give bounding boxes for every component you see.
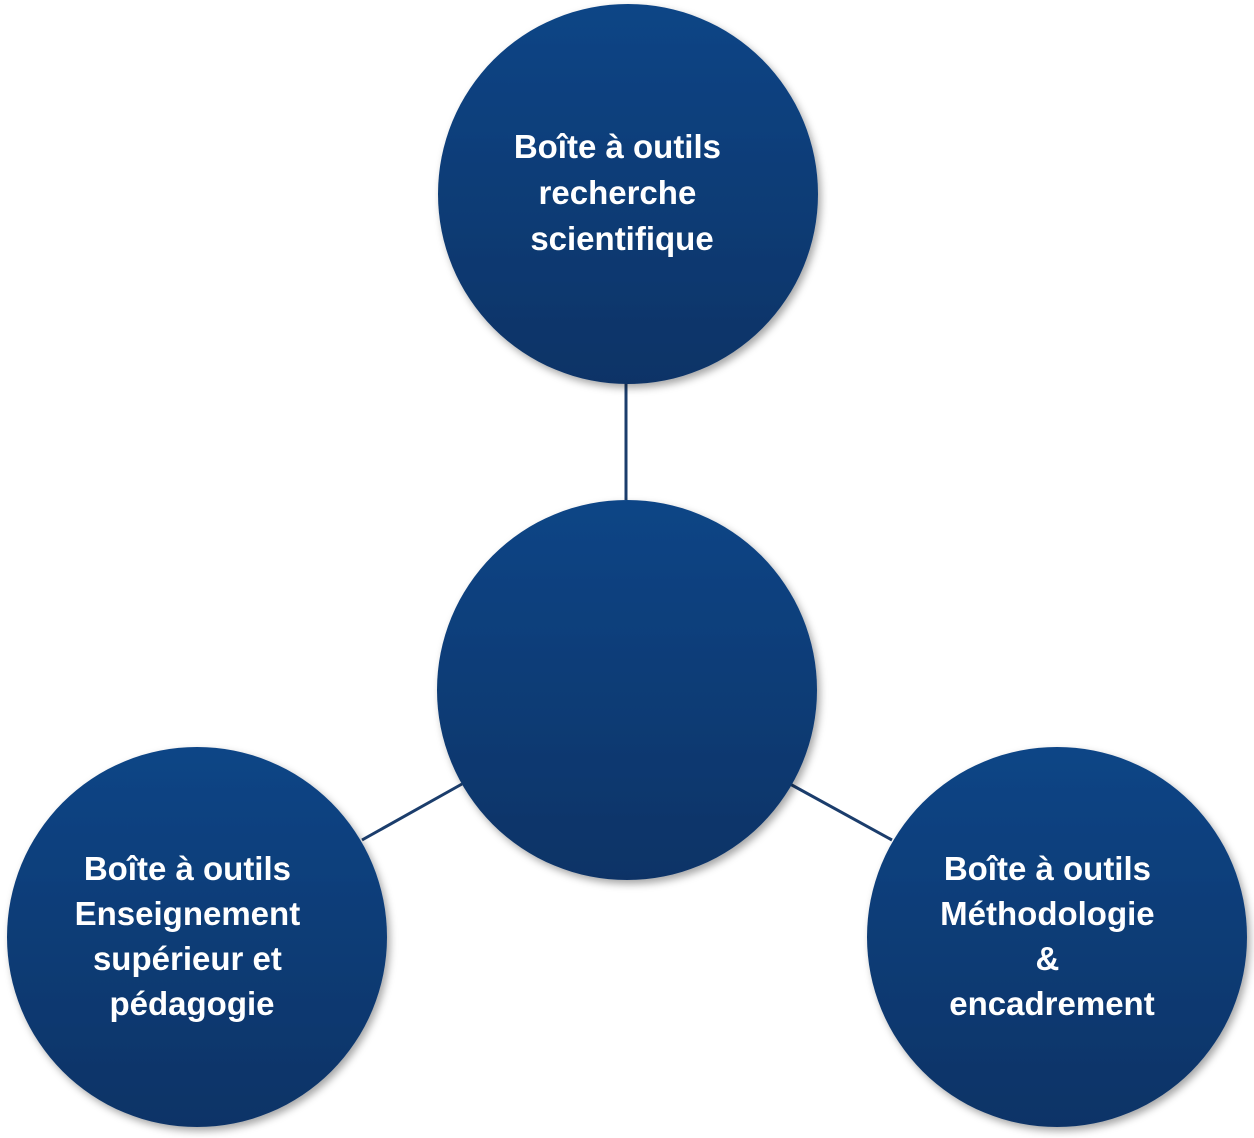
node-left-circle bbox=[7, 747, 387, 1127]
node-center-circle bbox=[437, 500, 817, 880]
node-top-label: Boîte à outils recherche scientifique bbox=[514, 128, 730, 257]
node-left-label: Boîte à outils Enseignement supérieur et… bbox=[75, 850, 310, 1022]
node-right-line: Méthodologie bbox=[940, 895, 1154, 932]
node-left-line: supérieur et bbox=[93, 940, 282, 977]
node-left-line: Enseignement bbox=[75, 895, 301, 932]
node-top-line: scientifique bbox=[530, 220, 713, 257]
node-left-line: Boîte à outils bbox=[84, 850, 291, 887]
node-right-line: Boîte à outils bbox=[944, 850, 1151, 887]
node-top-line: Boîte à outils bbox=[514, 128, 721, 165]
connector-right bbox=[789, 782, 893, 842]
node-right-line: & bbox=[1035, 940, 1059, 977]
node-right-line: encadrement bbox=[949, 985, 1154, 1022]
node-right-label: Boîte à outils Méthodologie & encadremen… bbox=[940, 850, 1164, 1022]
node-right-circle bbox=[867, 747, 1247, 1127]
connector-left bbox=[361, 782, 463, 842]
node-right: Boîte à outils Méthodologie & encadremen… bbox=[867, 747, 1247, 1127]
node-left: Boîte à outils Enseignement supérieur et… bbox=[7, 747, 387, 1127]
node-top: Boîte à outils recherche scientifique bbox=[438, 4, 818, 384]
node-top-line: recherche bbox=[539, 174, 697, 211]
node-center bbox=[437, 500, 817, 880]
node-left-line: pédagogie bbox=[109, 985, 274, 1022]
node-top-circle bbox=[438, 4, 818, 384]
